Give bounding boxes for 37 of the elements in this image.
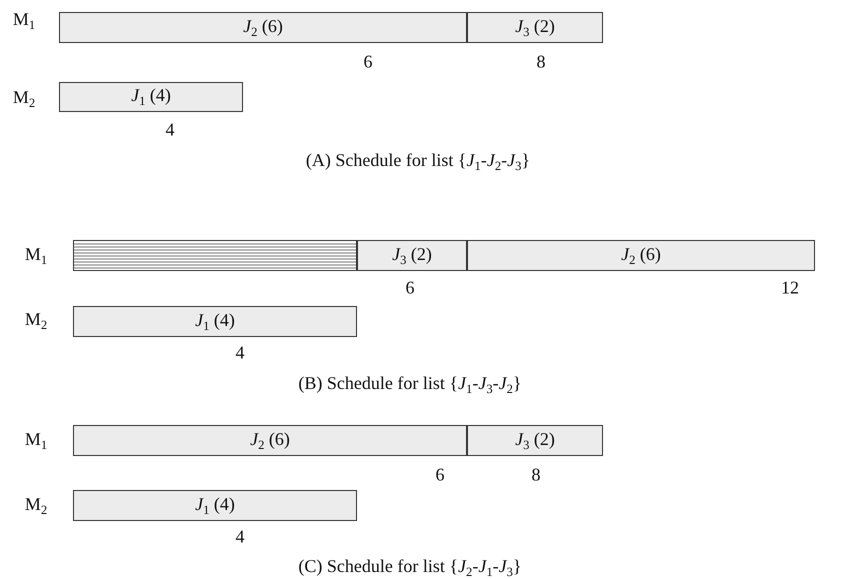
schedule-caption: (C) Schedule for list {J$_{2}$-J$_{1}$-J$_{3}$} (298, 556, 522, 579)
idle-bar (73, 240, 357, 271)
job-label: J$_{2}$ (6) (243, 16, 283, 40)
job-label: J$_{1}$ (4) (195, 310, 235, 334)
time-mark: 4 (236, 526, 244, 548)
time-mark: 6 (436, 464, 444, 486)
machine-label: M$_{1}$ (24, 429, 48, 453)
job-bar (73, 490, 357, 521)
time-mark: 4 (166, 120, 174, 140)
time-mark: 12 (781, 278, 799, 298)
job-label: J$_{2}$ (6) (621, 244, 661, 268)
job-bar (357, 240, 467, 271)
job-bar (59, 82, 243, 112)
machine-label: M$_{2}$ (24, 309, 48, 333)
job-bar (467, 240, 815, 271)
time-mark: 6 (406, 278, 414, 298)
time-mark: 4 (236, 342, 244, 364)
time-mark: 8 (532, 464, 540, 486)
machine-label: M$_{1}$ (24, 244, 48, 268)
time-mark: 8 (536, 52, 546, 72)
machine-label: M$_{2}$ (12, 87, 36, 111)
job-bar (467, 425, 603, 456)
time-mark: 6 (364, 52, 372, 72)
job-bar (467, 12, 603, 43)
job-bar (73, 306, 357, 337)
job-label: J$_{3}$ (2) (392, 244, 432, 268)
job-label: J$_{2}$ (6) (250, 428, 290, 452)
job-label: J$_{3}$ (2) (515, 16, 555, 40)
schedule-caption: (B) Schedule for list {J$_{1}$-J$_{3}$-J$_{2}$} (298, 373, 522, 397)
job-bar (59, 12, 467, 43)
machine-label: M$_{2}$ (24, 494, 48, 518)
job-label: J$_{3}$ (2) (515, 428, 555, 452)
job-label: J$_{1}$ (4) (195, 494, 235, 518)
machine-label: M$_{1}$ (12, 9, 36, 33)
job-bar (73, 425, 467, 456)
job-label: J$_{1}$ (4) (131, 85, 171, 109)
schedule-caption: (A) Schedule for list {J$_{1}$-J$_{2}$-J$_{3}$} (306, 150, 530, 174)
